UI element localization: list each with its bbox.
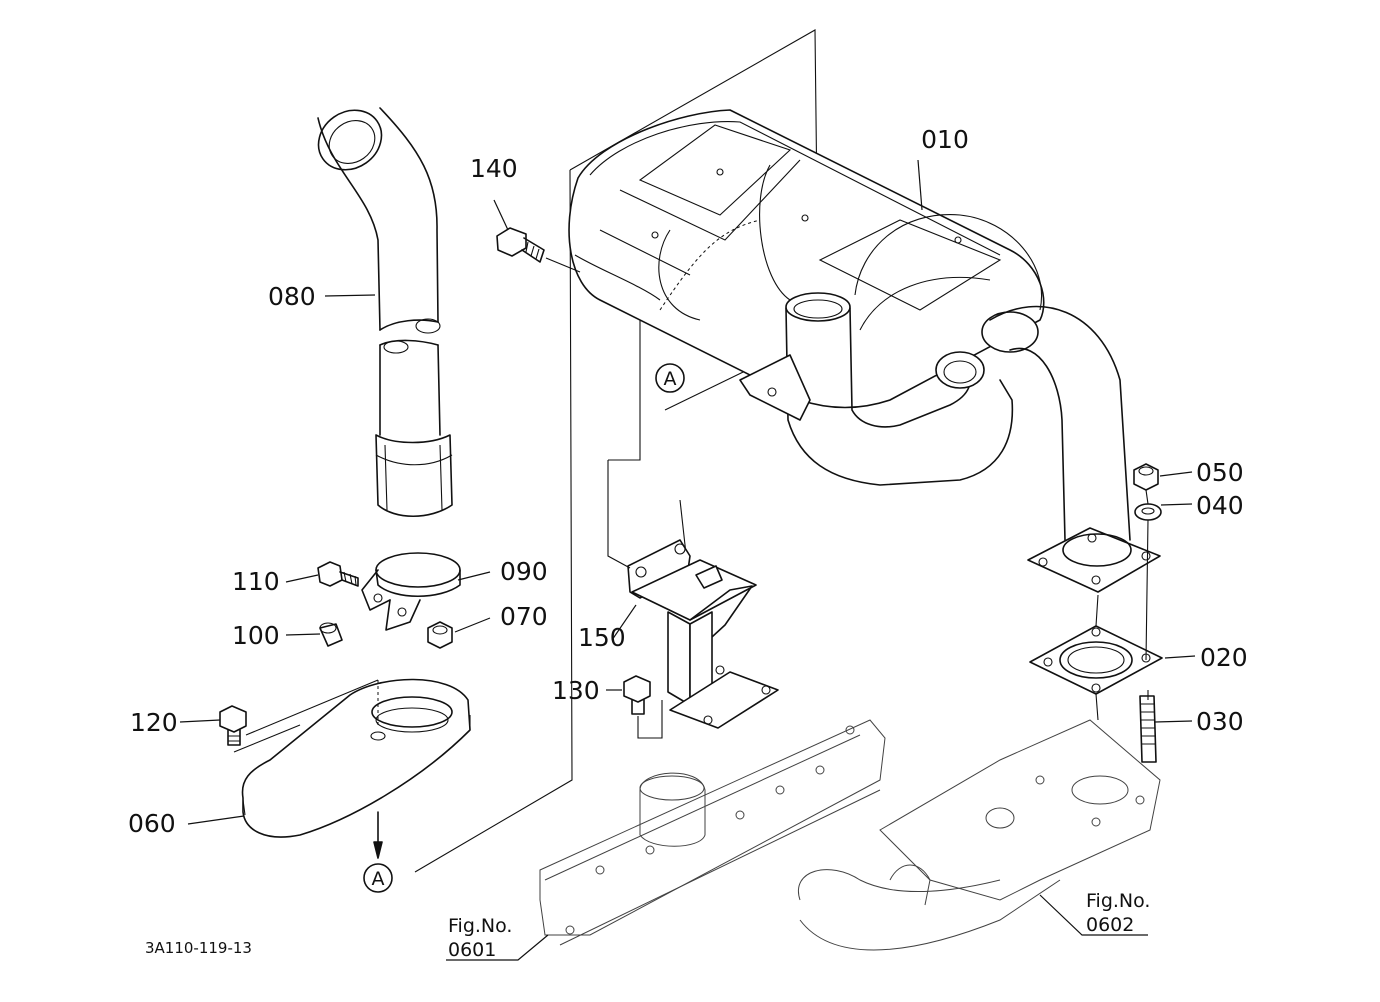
callout-030: 030 bbox=[1196, 707, 1244, 736]
bracket-guide-line bbox=[607, 460, 631, 569]
muffler-bolt bbox=[496, 227, 581, 273]
callout-140: 140 bbox=[470, 154, 518, 183]
muffler-outlet-pipe bbox=[785, 292, 1014, 486]
callout-150: 150 bbox=[578, 623, 626, 652]
bracket-guide-line-2 bbox=[608, 320, 641, 461]
flange-axis-line bbox=[1095, 594, 1099, 721]
shield-bolt-guide bbox=[245, 679, 379, 736]
callout-010: 010 bbox=[921, 125, 969, 154]
bracket-bolt-guide bbox=[637, 700, 663, 739]
muffler-inlet-pipe bbox=[981, 305, 1161, 593]
reference-mark-a-upper: A bbox=[664, 368, 677, 390]
callout-130: 130 bbox=[552, 676, 600, 705]
heat-shield-plate bbox=[241, 678, 471, 838]
shield-bolt bbox=[219, 705, 247, 746]
muffler-stay-bracket bbox=[627, 539, 779, 729]
fig-ref-left-label: Fig.No. bbox=[448, 915, 512, 937]
reference-arrow-lower bbox=[363, 811, 393, 893]
muffler-body bbox=[568, 109, 1045, 409]
callout-070: 070 bbox=[500, 602, 548, 631]
clamp-nut bbox=[427, 621, 453, 649]
callout-090: 090 bbox=[500, 557, 548, 586]
stud-axis-line bbox=[1145, 489, 1149, 700]
reference-mark-a-lower: A bbox=[372, 868, 385, 890]
callout-060: 060 bbox=[128, 809, 176, 838]
leader-lines bbox=[179, 159, 1196, 961]
flange-nut bbox=[1133, 463, 1159, 491]
flange-stud bbox=[1139, 695, 1157, 763]
callout-020: 020 bbox=[1200, 643, 1248, 672]
fig-ref-left-number: 0601 bbox=[448, 939, 496, 961]
callout-050: 050 bbox=[1196, 458, 1244, 487]
pipe-clamp bbox=[361, 552, 461, 631]
bracket-bolt bbox=[623, 675, 651, 715]
flange-gasket bbox=[1029, 625, 1163, 695]
callout-110: 110 bbox=[232, 567, 280, 596]
drawing-code: 3A110-119-13 bbox=[145, 939, 252, 957]
callout-040: 040 bbox=[1196, 491, 1244, 520]
tail-pipe bbox=[317, 107, 453, 518]
callout-080: 080 bbox=[268, 282, 316, 311]
muffler-bracket-tab bbox=[739, 354, 811, 421]
flange-washer bbox=[1134, 503, 1162, 521]
fig-ref-right-label: Fig.No. bbox=[1086, 890, 1150, 912]
shield-bolt-guide-2 bbox=[233, 724, 301, 753]
callout-100: 100 bbox=[232, 621, 280, 650]
fig-ref-right-number: 0602 bbox=[1086, 914, 1134, 936]
callout-120: 120 bbox=[130, 708, 178, 737]
clamp-bolt bbox=[317, 561, 359, 587]
spacer-collar bbox=[319, 622, 343, 647]
exhaust-manifold-reference bbox=[539, 719, 1161, 951]
